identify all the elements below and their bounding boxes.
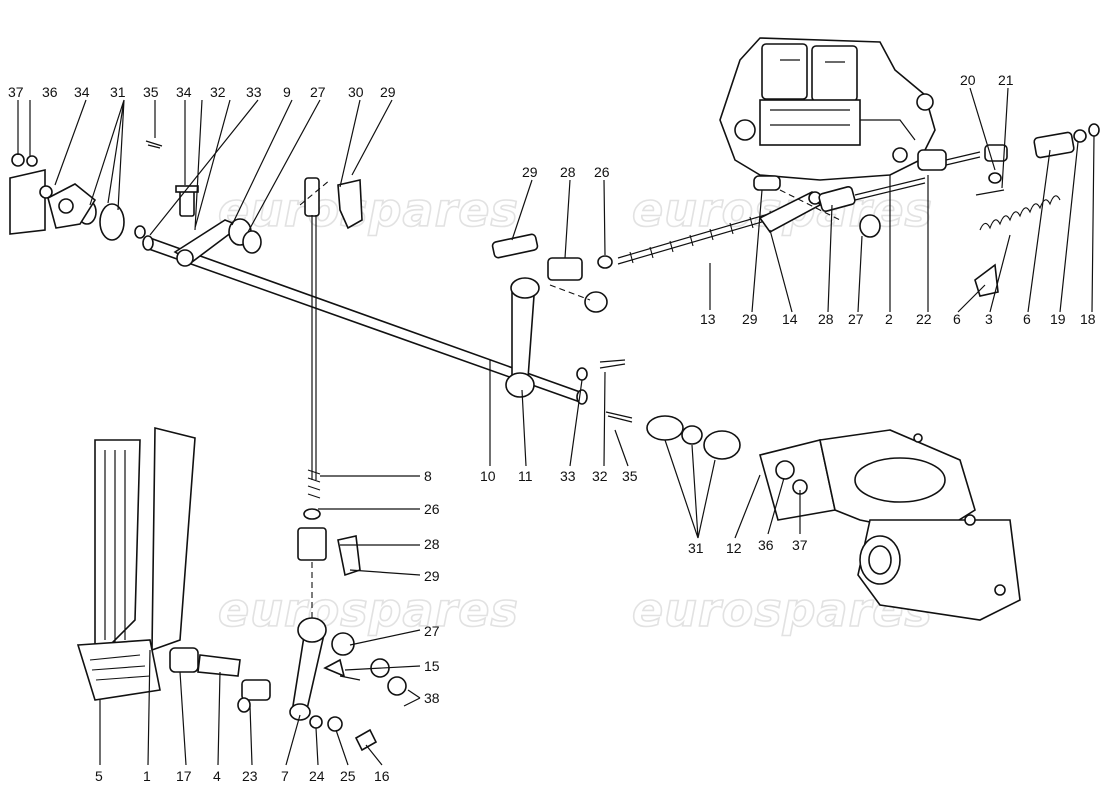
callout-36-top: 36 <box>42 84 58 100</box>
vertical-rod <box>297 177 363 620</box>
callout-14: 14 <box>782 311 798 327</box>
callout-28-link: 28 <box>818 311 834 327</box>
callout-27-top: 27 <box>310 84 326 100</box>
watermark-bottom-left: eurospares <box>218 583 519 637</box>
callout-25: 25 <box>340 768 356 784</box>
callout-6-right: 6 <box>1023 311 1031 327</box>
callout-26-rod: 26 <box>424 501 440 517</box>
callout-3: 3 <box>985 311 993 327</box>
callout-13: 13 <box>700 311 716 327</box>
callout-19: 19 <box>1050 311 1066 327</box>
callout-38: 38 <box>424 690 440 706</box>
callout-35-shaft: 35 <box>622 468 638 484</box>
callout-9: 9 <box>283 84 291 100</box>
leader-lines <box>17 87 1095 766</box>
mounting-bracket <box>646 415 1021 621</box>
callout-6-left: 6 <box>953 311 961 327</box>
callout-29-top: 29 <box>380 84 396 100</box>
callout-labels: 37 36 34 31 35 34 32 33 9 27 30 29 29 28… <box>8 72 1096 784</box>
carburettor <box>719 37 936 181</box>
accelerator-pedal <box>76 426 271 713</box>
watermark-top-left: eurospares <box>218 183 519 237</box>
callout-23: 23 <box>242 768 258 784</box>
cross-shaft <box>142 235 588 405</box>
callout-18: 18 <box>1080 311 1096 327</box>
callout-31-bracket: 31 <box>688 540 704 556</box>
watermarks: eurospares eurospares eurospares eurospa… <box>217 182 932 638</box>
callout-35-top: 35 <box>143 84 159 100</box>
callout-26-clevis: 26 <box>594 164 610 180</box>
callout-16: 16 <box>374 768 390 784</box>
callout-32-top: 32 <box>210 84 226 100</box>
lower-lever-group <box>289 617 407 752</box>
callout-27-link: 27 <box>848 311 864 327</box>
callout-11: 11 <box>518 468 533 484</box>
callout-8: 8 <box>424 468 432 484</box>
callout-29-clevis: 29 <box>522 164 538 180</box>
callout-15: 15 <box>424 658 440 674</box>
callout-20: 20 <box>960 72 976 88</box>
callout-37-top: 37 <box>8 84 24 100</box>
callout-31-top: 31 <box>110 84 126 100</box>
callout-28-clevis: 28 <box>560 164 576 180</box>
callout-7: 7 <box>281 768 289 784</box>
callout-30: 30 <box>348 84 364 100</box>
callout-33-shaft: 33 <box>560 468 576 484</box>
callout-34-right: 34 <box>176 84 192 100</box>
right-lever-group <box>491 233 633 423</box>
callout-2: 2 <box>885 311 893 327</box>
callout-36-bracket: 36 <box>758 537 774 553</box>
callout-28-rod: 28 <box>424 536 440 552</box>
callout-22: 22 <box>916 311 932 327</box>
callout-24: 24 <box>309 768 325 784</box>
callout-32-shaft: 32 <box>592 468 608 484</box>
callout-4: 4 <box>213 768 221 784</box>
callout-34-left: 34 <box>74 84 90 100</box>
callout-29-link: 29 <box>742 311 758 327</box>
callout-33-top: 33 <box>246 84 262 100</box>
callout-10: 10 <box>480 468 496 484</box>
callout-21: 21 <box>998 72 1014 88</box>
callout-29-rod: 29 <box>424 568 440 584</box>
callout-1: 1 <box>143 768 151 784</box>
link-rod-group <box>617 123 1100 297</box>
left-lever-group <box>9 140 262 267</box>
callout-17: 17 <box>176 768 192 784</box>
callout-37-bracket: 37 <box>792 537 808 553</box>
callout-27-lower: 27 <box>424 623 440 639</box>
callout-5: 5 <box>95 768 103 784</box>
callout-12: 12 <box>726 540 742 556</box>
